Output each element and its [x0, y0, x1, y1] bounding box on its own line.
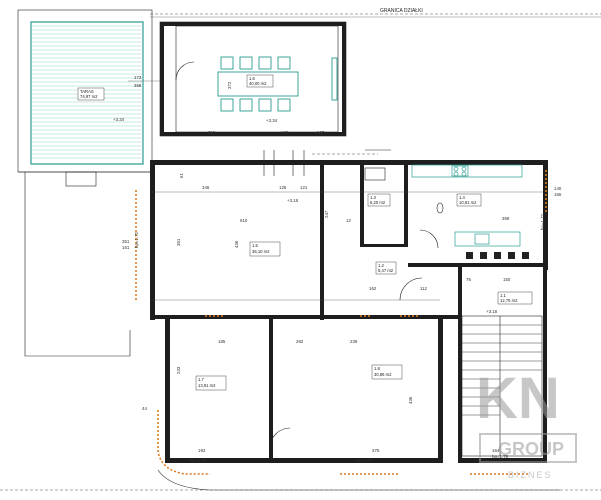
svg-text:hp=1.74: hp=1.74 [190, 458, 207, 463]
svg-text:1.8: 1.8 [374, 366, 380, 371]
svg-text:239: 239 [350, 339, 358, 344]
svg-text:165: 165 [554, 192, 562, 197]
svg-text:1.1: 1.1 [500, 293, 506, 298]
svg-text:436: 436 [234, 240, 239, 248]
main-building [150, 160, 548, 463]
logo-mark: KN [476, 366, 560, 431]
svg-text:1.6: 1.6 [249, 76, 255, 81]
room-label-stairs: 1.1 12,76 m2 [497, 291, 533, 305]
svg-text:162: 162 [369, 286, 377, 291]
svg-text:5,47 m2: 5,47 m2 [378, 268, 394, 273]
svg-text:140: 140 [554, 186, 562, 191]
svg-text:375: 375 [372, 448, 380, 453]
room-label-wc: 1.3 5,20 m2 [367, 193, 391, 207]
plot-boundary-label: GRANICA DZIAŁKI [380, 8, 423, 14]
svg-text:351: 351 [122, 239, 130, 244]
svg-text:13,91 m2: 13,91 m2 [198, 383, 216, 388]
svg-text:368: 368 [134, 83, 142, 88]
window-marks [135, 170, 547, 475]
plot-boundary: GRANICA DZIAŁKI [150, 8, 601, 18]
svg-text:233: 233 [176, 366, 181, 374]
svg-text:107: 107 [317, 130, 325, 135]
room-label-terrace: TARAS 74,97 m2 [77, 87, 105, 101]
room-label-bedroom-large: 1.8 30,86 m2 [371, 364, 403, 380]
svg-text:30,86 m2: 30,86 m2 [374, 372, 392, 377]
dining-room [159, 21, 347, 137]
svg-text:36,10 m2: 36,10 m2 [252, 249, 270, 254]
svg-text:185: 185 [218, 339, 226, 344]
svg-text:12: 12 [346, 218, 351, 223]
level-living: +3.18 [287, 198, 299, 203]
svg-text:5,20 m2: 5,20 m2 [370, 200, 386, 205]
company-logo: KN GROUP BIZNES [476, 366, 577, 480]
svg-text:173: 173 [134, 75, 142, 80]
kitchen [411, 164, 523, 247]
svg-text:372: 372 [227, 81, 232, 89]
svg-text:61: 61 [179, 173, 184, 178]
wc [364, 167, 444, 214]
svg-text:hp=1.72: hp=1.72 [540, 213, 545, 230]
svg-text:150: 150 [503, 277, 511, 282]
svg-text:10,81 m2: 10,81 m2 [459, 200, 477, 205]
svg-text:436: 436 [408, 396, 413, 404]
svg-text:76: 76 [466, 277, 471, 282]
room-label-living: 1.5 36,10 m2 [249, 241, 281, 257]
svg-text:40,00 m2: 40,00 m2 [249, 81, 267, 86]
svg-text:120: 120 [281, 130, 289, 135]
svg-text:1.3: 1.3 [370, 195, 376, 200]
svg-text:hp=1.72: hp=1.72 [356, 458, 373, 463]
svg-text:1.2: 1.2 [378, 263, 384, 268]
svg-text:161: 161 [122, 245, 130, 250]
svg-text:hp=1.72: hp=1.72 [134, 231, 139, 248]
svg-text:125: 125 [279, 185, 287, 190]
svg-text:1.7: 1.7 [198, 377, 204, 382]
dining-table [217, 56, 338, 112]
svg-text:164: 164 [492, 448, 500, 453]
svg-text:44: 44 [142, 406, 147, 411]
svg-text:hp=1.79: hp=1.79 [492, 454, 509, 459]
svg-text:610: 610 [240, 218, 248, 223]
svg-text:1.5: 1.5 [252, 243, 258, 248]
level-terrace: +3.34 [113, 117, 125, 122]
logo-sub: BIZNES [508, 470, 553, 480]
svg-text:192: 192 [198, 448, 206, 453]
staircase [461, 252, 543, 457]
svg-text:346: 346 [202, 185, 210, 190]
terrace-area [17, 9, 153, 357]
room-label-hall: 1.2 5,47 m2 [375, 261, 397, 275]
room-label-dining: 1.6 40,00 m2 [246, 74, 274, 88]
svg-text:312: 312 [208, 130, 216, 135]
svg-text:121: 121 [300, 185, 308, 190]
logo-word: GROUP [498, 439, 564, 459]
svg-text:247: 247 [324, 210, 329, 218]
svg-text:12,76 m2: 12,76 m2 [500, 298, 518, 303]
room-label-kitchen: 1.4 10,81 m2 [456, 193, 482, 207]
level-dining: +3.34 [266, 118, 278, 123]
svg-text:74,97 m2: 74,97 m2 [80, 94, 98, 99]
svg-text:351: 351 [176, 238, 181, 246]
svg-text:TARAS: TARAS [80, 89, 94, 94]
level-stairs: +3.18 [486, 309, 498, 314]
room-label-bedroom-small: 1.7 13,91 m2 [195, 375, 227, 391]
svg-text:112: 112 [420, 286, 428, 291]
svg-text:1.4: 1.4 [459, 195, 465, 200]
svg-text:282: 282 [296, 339, 304, 344]
svg-text:369: 369 [502, 216, 510, 221]
